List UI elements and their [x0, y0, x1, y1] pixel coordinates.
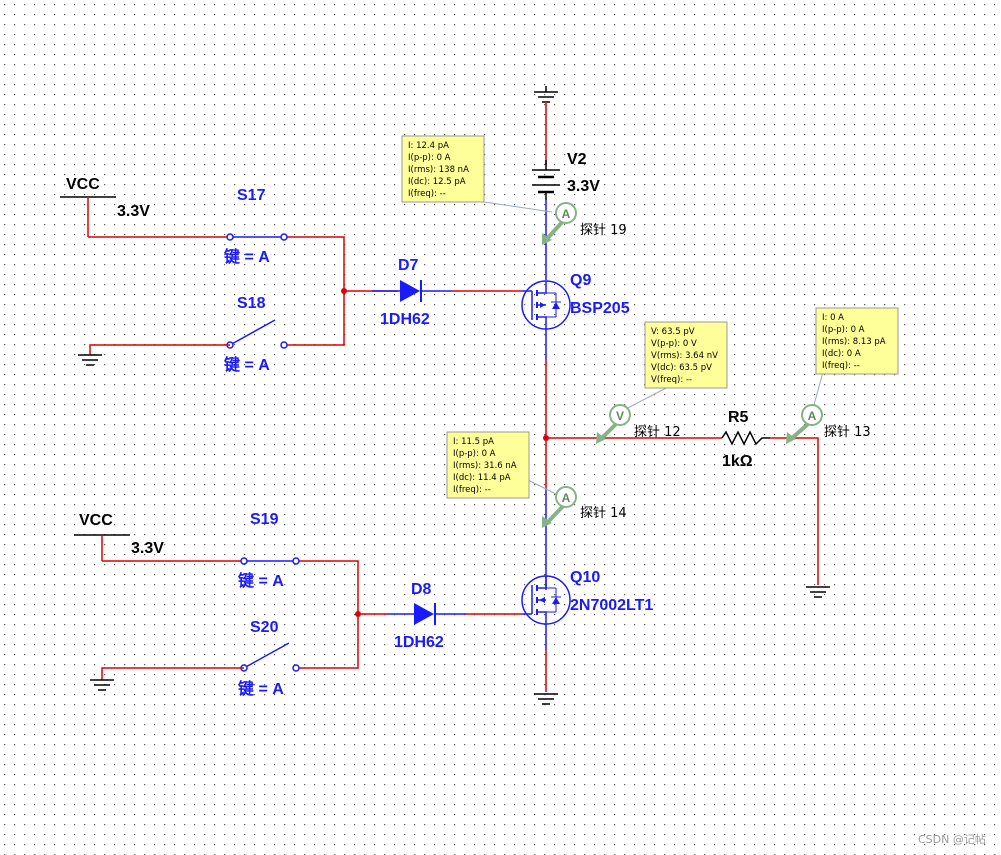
readout-line: I(freq): --	[453, 485, 491, 495]
probe-label: 探针 19	[580, 223, 627, 238]
readout-line: I(p-p): 0 A	[453, 449, 496, 459]
vcc-label: VCC	[66, 176, 100, 193]
mosfet-q9[interactable]: Q9 BSP205	[521, 272, 630, 330]
diode-label: D7	[398, 257, 419, 274]
ground-icon	[534, 86, 558, 103]
battery-v2[interactable]: V2 3.3V	[532, 151, 600, 200]
switch-key: 键 = A	[223, 355, 270, 374]
vcc-source-top[interactable]: VCC 3.3V	[60, 176, 150, 237]
readout-line: I(p-p): 0 A	[822, 325, 865, 335]
readout-line: V: 63.5 pV	[651, 327, 695, 337]
ammeter-icon: A	[562, 491, 571, 505]
readout-line: I: 0 A	[822, 313, 844, 323]
mosfet-q10[interactable]: Q10 2N7002LT1	[521, 569, 653, 625]
probe-19[interactable]: A 探针 19	[542, 202, 627, 245]
readout-line: V(freq): --	[651, 375, 692, 385]
diode-label: D8	[411, 581, 432, 598]
switch-s20[interactable]: S20 键 = A	[237, 619, 300, 698]
probe-14[interactable]: A 探针 14	[542, 486, 627, 528]
readout-line: I(rms): 31.6 nA	[453, 461, 517, 471]
readout-line: V(p-p): 0 V	[651, 339, 697, 349]
resistor-label: R5	[728, 409, 749, 426]
readout-line: I(freq): --	[408, 189, 446, 199]
voltmeter-icon: V	[616, 409, 624, 423]
resistor-value: 1kΩ	[722, 453, 753, 470]
mosfet-model: 2N7002LT1	[570, 597, 653, 614]
readout-line: I(rms): 8.13 pA	[822, 337, 886, 347]
mosfet-label: Q9	[570, 272, 591, 289]
switch-label: S17	[237, 187, 266, 204]
switch-s19[interactable]: S19 键 = A	[237, 511, 300, 590]
readout-box-probe-13: I: 0 A I(p-p): 0 A I(rms): 8.13 pA I(dc)…	[815, 307, 899, 375]
readout-line: I: 11.5 pA	[453, 437, 494, 447]
switch-label: S19	[250, 511, 279, 528]
ammeter-icon: A	[562, 207, 571, 221]
readout-box-probe-19: I: 12.4 pA I(p-p): 0 A I(rms): 138 nA I(…	[401, 135, 485, 203]
mosfet-model: BSP205	[570, 300, 630, 317]
readout-line: I(freq): --	[822, 361, 860, 371]
battery-label: V2	[567, 151, 587, 168]
readout-line: V(rms): 3.64 nV	[651, 351, 718, 361]
readout-box-probe-14: I: 11.5 pA I(p-p): 0 A I(rms): 31.6 nA I…	[446, 431, 530, 499]
watermark: CSDN @记帖	[918, 833, 986, 846]
vcc-value: 3.3V	[131, 540, 164, 557]
readout-line: I: 12.4 pA	[408, 141, 449, 151]
readout-line: V(dc): 63.5 pV	[651, 363, 712, 373]
switch-key: 键 = A	[223, 247, 270, 266]
diode-model: 1DH62	[394, 634, 444, 651]
readout-line: I(dc): 11.4 pA	[453, 473, 511, 483]
ammeter-icon: A	[808, 409, 817, 423]
ground-icon	[78, 354, 102, 366]
probe-13[interactable]: A 探针 13	[786, 404, 871, 444]
readout-line: I(dc): 12.5 pA	[408, 177, 466, 187]
resistor-r5[interactable]: R5 1kΩ	[721, 409, 770, 470]
probe-label: 探针 14	[580, 506, 627, 521]
readout-line: I(dc): 0 A	[822, 349, 861, 359]
switch-s17[interactable]: S17 键 = A	[223, 187, 288, 266]
switch-key: 键 = A	[237, 571, 284, 590]
switch-label: S20	[250, 619, 279, 636]
diode-model: 1DH62	[380, 311, 430, 328]
diode-d8[interactable]: D8 1DH62	[388, 581, 466, 651]
mosfet-label: Q10	[570, 569, 600, 586]
probe-label: 探针 12	[634, 425, 681, 440]
probe-12[interactable]: V 探针 12	[596, 404, 681, 444]
ground-icon	[534, 693, 558, 705]
diode-d7[interactable]: D7 1DH62	[372, 257, 452, 328]
readout-line: I(p-p): 0 A	[408, 153, 451, 163]
switch-key: 键 = A	[237, 679, 284, 698]
vcc-label: VCC	[79, 512, 113, 529]
vcc-value: 3.3V	[117, 203, 150, 220]
readout-line: I(rms): 138 nA	[408, 165, 469, 175]
probe-label: 探针 13	[824, 425, 871, 440]
switch-label: S18	[237, 295, 266, 312]
ground-icon	[90, 679, 114, 691]
battery-value: 3.3V	[567, 178, 600, 195]
vcc-source-bottom[interactable]: VCC 3.3V	[74, 512, 164, 561]
ground-icon	[806, 586, 830, 598]
readout-box-probe-12: V: 63.5 pV V(p-p): 0 V V(rms): 3.64 nV V…	[644, 321, 728, 389]
